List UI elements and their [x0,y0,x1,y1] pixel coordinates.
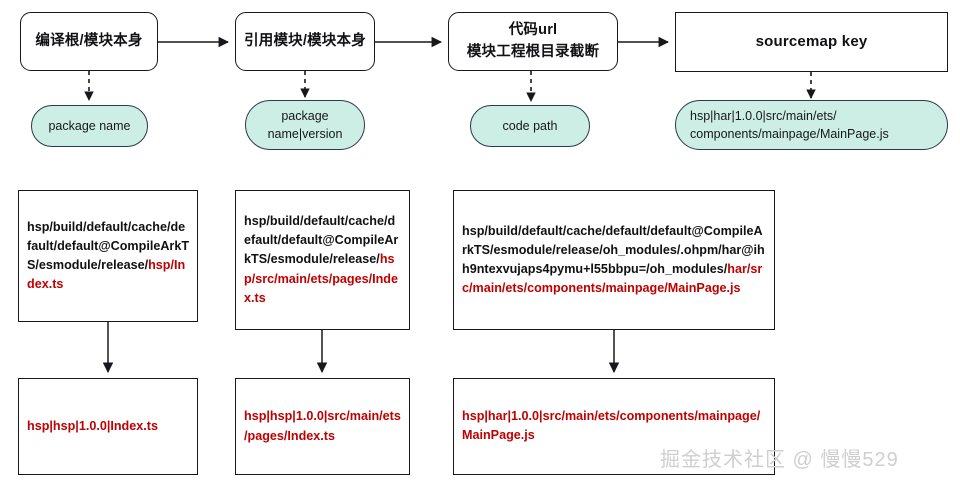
output-label-line2: name|version [267,127,343,141]
result-key: hsp|hsp|1.0.0|src/main/ets/pages/Index.t… [244,409,401,443]
result-box-3[interactable]: hsp|har|1.0.0|src/main/ets/components/ma… [453,378,775,475]
stage-box-code-url[interactable]: 代码url 模块工程根目录截断 [448,12,618,71]
stage-label-line1: 代码url [508,22,558,39]
stage-label-line1: 编译根/模块本身 [35,32,143,49]
output-label-line2: components/mainpage/MainPage.js [690,127,889,141]
output-pill-package-name-version[interactable]: package name|version [245,100,365,150]
output-pill-code-path[interactable]: code path [470,105,590,147]
example-source-prefix: hsp/build/default/cache/default/default@… [27,219,190,272]
result-key: hsp|hsp|1.0.0|Index.ts [27,418,158,433]
stage-label-line1: 引用模块/模块本身 [244,32,366,49]
example-source-prefix: hsp/build/default/cache/default/default@… [462,223,765,276]
watermark-text: 掘金技术社区 @ 慢慢529 [660,449,899,471]
stage-box-sourcemap-key[interactable]: sourcemap key [675,12,948,72]
example-source-box-2[interactable]: hsp/build/default/cache/default/default@… [235,190,410,330]
output-label-line1: code path [502,118,558,133]
example-source-box-3[interactable]: hsp/build/default/cache/default/default@… [453,190,775,330]
output-pill-sourcemap-key-value[interactable]: hsp|har|1.0.0|src/main/ets/ components/m… [675,100,948,150]
output-label-line1: hsp|har|1.0.0|src/main/ets/ [690,108,837,123]
result-box-2[interactable]: hsp|hsp|1.0.0|src/main/ets/pages/Index.t… [235,378,410,475]
example-source-suffix: hsp/Index.ts [27,258,186,292]
example-source-prefix: hsp/build/default/cache/default/default@… [244,214,399,267]
stage-box-referenced-module[interactable]: 引用模块/模块本身 [235,12,375,71]
stage-label-line2: 模块工程根目录截断 [466,43,600,60]
stage-box-compile-root[interactable]: 编译根/模块本身 [20,12,158,71]
output-pill-package-name[interactable]: package name [31,105,148,147]
output-label-line1: package name [48,118,131,133]
result-key: hsp|har|1.0.0|src/main/ets/components/ma… [462,409,761,443]
example-source-suffix: hsp/src/main/ets/pages/Index.ts [244,252,398,305]
result-box-1[interactable]: hsp|hsp|1.0.0|Index.ts [18,378,198,475]
stage-label-line1: sourcemap key [755,33,868,51]
example-source-box-1[interactable]: hsp/build/default/cache/default/default@… [18,190,198,322]
example-source-suffix: har/src/main/ets/components/mainpage/Mai… [462,262,763,296]
output-label-line1: package [281,108,329,123]
